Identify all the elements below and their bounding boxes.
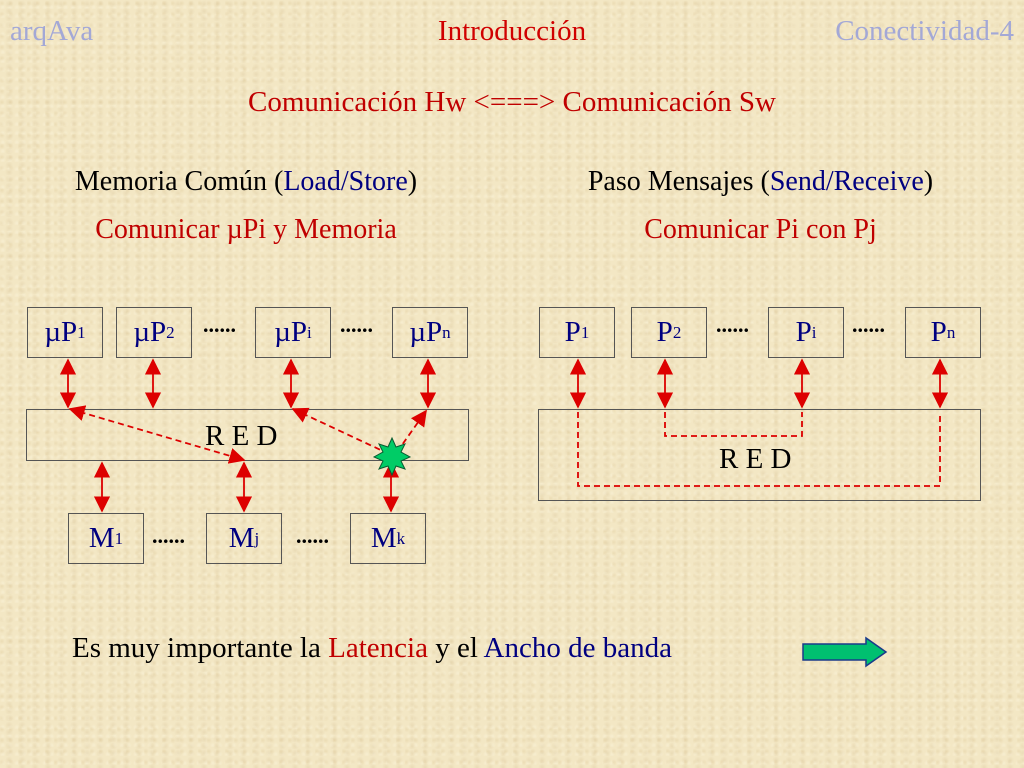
ellipsis: ...... xyxy=(716,312,749,337)
collision-burst-icon xyxy=(372,436,412,477)
left-panel-title: Memoria Común (Load/Store) xyxy=(0,165,492,199)
dashed-path xyxy=(68,405,246,464)
right-network-label: R E D xyxy=(719,443,792,475)
header-section: Introducción xyxy=(437,15,587,47)
ellipsis: ...... xyxy=(296,523,329,548)
dashed-path xyxy=(291,407,386,453)
ellipsis: ...... xyxy=(852,312,885,337)
left-title-pre: Memoria Común ( xyxy=(74,166,284,197)
right-title-op: Send/Receive xyxy=(769,166,924,197)
left-title-post: ) xyxy=(407,166,418,197)
right-title-post: ) xyxy=(923,166,934,197)
right-panel-title: Paso Mensajes (Send/Receive) xyxy=(507,165,1014,199)
ellipsis: ...... xyxy=(340,312,373,337)
bottom-mid: y el xyxy=(427,632,484,664)
bandwidth-term: Ancho de banda xyxy=(483,632,672,664)
latency-term: Latencia xyxy=(328,632,428,664)
header-course: arqAva xyxy=(10,15,94,47)
dashed-path xyxy=(577,412,941,487)
right-title-pre: Paso Mensajes ( xyxy=(587,166,770,197)
ellipsis: ...... xyxy=(203,312,236,337)
green-right-arrow-icon xyxy=(802,636,888,668)
header-slide-id: Conectividad-4 xyxy=(835,15,1014,47)
ellipsis: ...... xyxy=(152,523,185,548)
right-network-box: R E D xyxy=(538,409,981,501)
right-panel-caption: Comunicar Pi con Pj xyxy=(644,214,877,245)
bottom-statement: Es muy importante la Latencia y el Ancho… xyxy=(72,632,672,665)
bottom-pre: Es muy importante la xyxy=(72,632,329,664)
left-panel-caption: Comunicar µPi y Memoria xyxy=(95,214,397,245)
left-title-op: Load/Store xyxy=(283,166,408,197)
slide-subtitle: Comunicación Hw <===> Comunicación Sw xyxy=(248,86,776,118)
dashed-path xyxy=(396,409,427,453)
dashed-path xyxy=(664,412,803,437)
